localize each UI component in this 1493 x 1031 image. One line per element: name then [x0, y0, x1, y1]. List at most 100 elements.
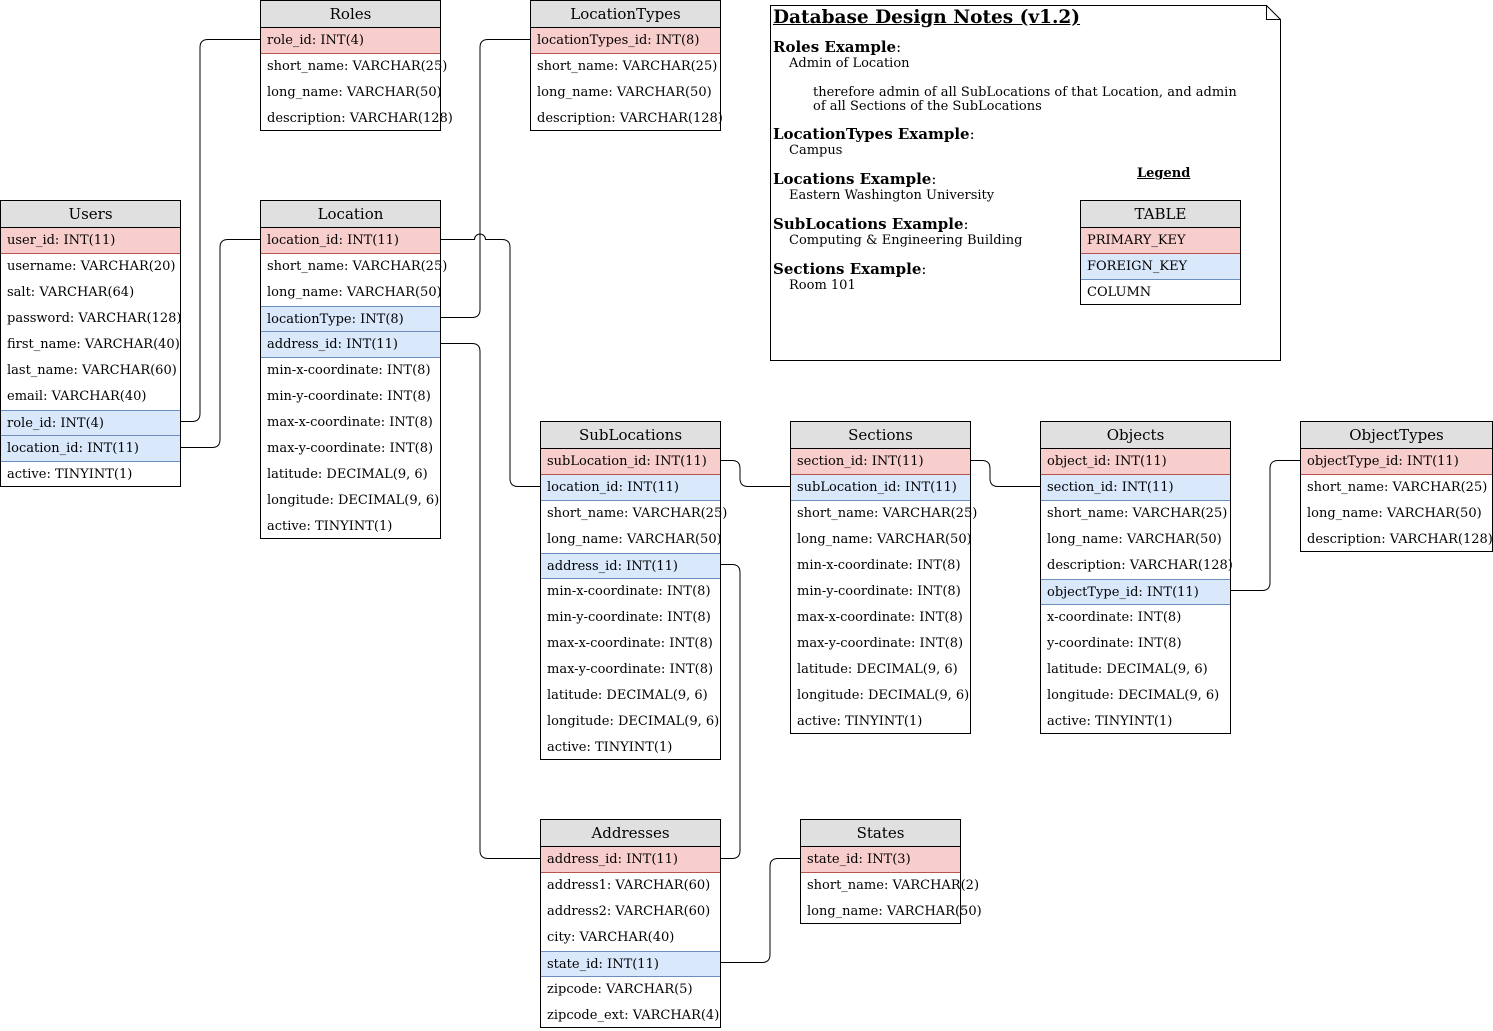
column-field[interactable]: long_name: VARCHAR(50) — [797, 532, 972, 547]
column-field[interactable]: description: VARCHAR(128) — [1047, 558, 1233, 573]
column-field[interactable]: short_name: VARCHAR(25) — [537, 59, 718, 74]
primary-key-field[interactable]: objectType_id: INT(11) — [1301, 449, 1492, 475]
column-field[interactable]: active: TINYINT(1) — [267, 519, 393, 534]
column-field[interactable]: latitude: DECIMAL(9, 6) — [797, 662, 958, 677]
column-field[interactable]: email: VARCHAR(40) — [7, 389, 147, 404]
column-field[interactable]: city: VARCHAR(40) — [547, 930, 675, 945]
column-field[interactable]: short_name: VARCHAR(25) — [547, 506, 728, 521]
column-field[interactable]: latitude: DECIMAL(9, 6) — [1047, 662, 1208, 677]
column-field[interactable]: max-x-coordinate: INT(8) — [267, 415, 433, 430]
foreign-key-field[interactable]: section_id: INT(11) — [1041, 475, 1230, 501]
column-field[interactable]: address1: VARCHAR(60) — [547, 878, 711, 893]
column-field[interactable]: short_name: VARCHAR(25) — [1307, 480, 1488, 495]
column-field[interactable]: max-x-coordinate: INT(8) — [547, 636, 713, 651]
column-field[interactable]: address2: VARCHAR(60) — [547, 904, 711, 919]
column-field[interactable]: min-x-coordinate: INT(8) — [797, 558, 961, 573]
column-field[interactable]: short_name: VARCHAR(25) — [797, 506, 978, 521]
primary-key-field[interactable]: role_id: INT(4) — [261, 28, 440, 54]
column-field[interactable]: min-y-coordinate: INT(8) — [547, 610, 711, 625]
primary-key-field[interactable]: address_id: INT(11) — [541, 847, 720, 873]
connector-users-role-to-roles — [180, 39, 261, 422]
column-field[interactable]: zipcode: VARCHAR(5) — [547, 982, 693, 997]
connector-users-location-to-location — [180, 239, 261, 448]
column-field[interactable]: short_name: VARCHAR(25) — [267, 59, 448, 74]
column-field[interactable]: active: TINYINT(1) — [797, 714, 923, 729]
column-field[interactable]: longitude: DECIMAL(9, 6) — [547, 714, 720, 729]
column-field[interactable]: max-y-coordinate: INT(8) — [547, 662, 714, 677]
connector-location-to-sublocations — [440, 233, 541, 487]
column-field[interactable]: max-y-coordinate: INT(8) — [267, 441, 434, 456]
primary-key-field[interactable]: PRIMARY_KEY — [1081, 228, 1240, 254]
connector-addresses-to-states — [720, 858, 801, 963]
column-field[interactable]: y-coordinate: INT(8) — [1047, 636, 1182, 651]
column-field[interactable]: username: VARCHAR(20) — [7, 259, 176, 274]
column-field[interactable]: COLUMN — [1087, 285, 1152, 300]
column-field[interactable]: latitude: DECIMAL(9, 6) — [547, 688, 708, 703]
primary-key-field[interactable]: location_id: INT(11) — [261, 228, 440, 254]
column-field[interactable]: short_name: VARCHAR(25) — [267, 259, 448, 274]
column-field[interactable]: active: TINYINT(1) — [7, 467, 133, 482]
foreign-key-field[interactable]: subLocation_id: INT(11) — [791, 475, 970, 501]
primary-key-field[interactable]: locationTypes_id: INT(8) — [531, 28, 720, 54]
primary-key-field[interactable]: section_id: INT(11) — [791, 449, 970, 475]
foreign-key-field[interactable]: address_id: INT(11) — [541, 553, 720, 579]
column-field[interactable]: short_name: VARCHAR(2) — [807, 878, 980, 893]
foreign-key-field[interactable]: location_id: INT(11) — [1, 436, 180, 462]
column-field[interactable]: min-y-coordinate: INT(8) — [797, 584, 961, 599]
example-explanation: therefore admin of all SubLocations of t… — [813, 85, 1237, 114]
example-heading: Sections Example: — [773, 260, 1273, 278]
column-field[interactable]: longitude: DECIMAL(9, 6) — [1047, 688, 1220, 703]
column-field[interactable]: active: TINYINT(1) — [547, 740, 673, 755]
column-field[interactable]: min-x-coordinate: INT(8) — [547, 584, 711, 599]
column-field[interactable]: active: TINYINT(1) — [1047, 714, 1173, 729]
primary-key-field[interactable]: object_id: INT(11) — [1041, 449, 1230, 475]
column-field[interactable]: long_name: VARCHAR(50) — [547, 532, 722, 547]
column-field[interactable]: long_name: VARCHAR(50) — [267, 285, 442, 300]
column-field[interactable]: short_name: VARCHAR(25) — [1047, 506, 1228, 521]
column-field[interactable]: longitude: DECIMAL(9, 6) — [797, 688, 970, 703]
column-field[interactable]: x-coordinate: INT(8) — [1047, 610, 1182, 625]
column-field[interactable]: long_name: VARCHAR(50) — [267, 85, 442, 100]
column-field[interactable]: long_name: VARCHAR(50) — [1307, 506, 1482, 521]
column-field[interactable]: latitude: DECIMAL(9, 6) — [267, 467, 428, 482]
foreign-key-field[interactable]: role_id: INT(4) — [1, 410, 180, 436]
foreign-key-field[interactable]: address_id: INT(11) — [261, 332, 440, 358]
column-field[interactable]: salt: VARCHAR(64) — [7, 285, 135, 300]
column-field[interactable]: max-y-coordinate: INT(8) — [797, 636, 964, 651]
column-field[interactable]: password: VARCHAR(128) — [7, 311, 182, 326]
column-field[interactable]: zipcode_ext: VARCHAR(4) — [547, 1008, 720, 1023]
column-field[interactable]: min-x-coordinate: INT(8) — [267, 363, 431, 378]
column-field[interactable]: max-x-coordinate: INT(8) — [797, 610, 963, 625]
column-field[interactable]: description: VARCHAR(128) — [537, 111, 723, 126]
foreign-key-field[interactable]: objectType_id: INT(11) — [1041, 579, 1230, 605]
foreign-key-field[interactable]: FOREIGN_KEY — [1081, 254, 1240, 280]
primary-key-field[interactable]: user_id: INT(11) — [1, 228, 180, 254]
column-field[interactable]: last_name: VARCHAR(60) — [7, 363, 177, 378]
connector-sections-to-objects — [970, 460, 1041, 487]
example-heading: LocationTypes Example: — [773, 125, 1273, 143]
column-field[interactable]: long_name: VARCHAR(50) — [537, 85, 712, 100]
foreign-key-field[interactable]: location_id: INT(11) — [541, 475, 720, 501]
primary-key-field[interactable]: state_id: INT(3) — [801, 847, 960, 873]
column-field[interactable]: description: VARCHAR(128) — [267, 111, 453, 126]
column-field[interactable]: first_name: VARCHAR(40) — [7, 337, 180, 352]
column-field[interactable]: long_name: VARCHAR(50) — [807, 904, 982, 919]
primary-key-field[interactable]: subLocation_id: INT(11) — [541, 449, 720, 475]
foreign-key-field[interactable]: state_id: INT(11) — [541, 951, 720, 977]
column-field[interactable]: longitude: DECIMAL(9, 6) — [267, 493, 440, 508]
column-field[interactable]: min-y-coordinate: INT(8) — [267, 389, 431, 404]
column-field[interactable]: long_name: VARCHAR(50) — [1047, 532, 1222, 547]
column-field[interactable]: description: VARCHAR(128) — [1307, 532, 1493, 547]
foreign-key-field[interactable]: locationType: INT(8) — [261, 306, 440, 332]
example-heading: Locations Example: — [773, 170, 1273, 188]
